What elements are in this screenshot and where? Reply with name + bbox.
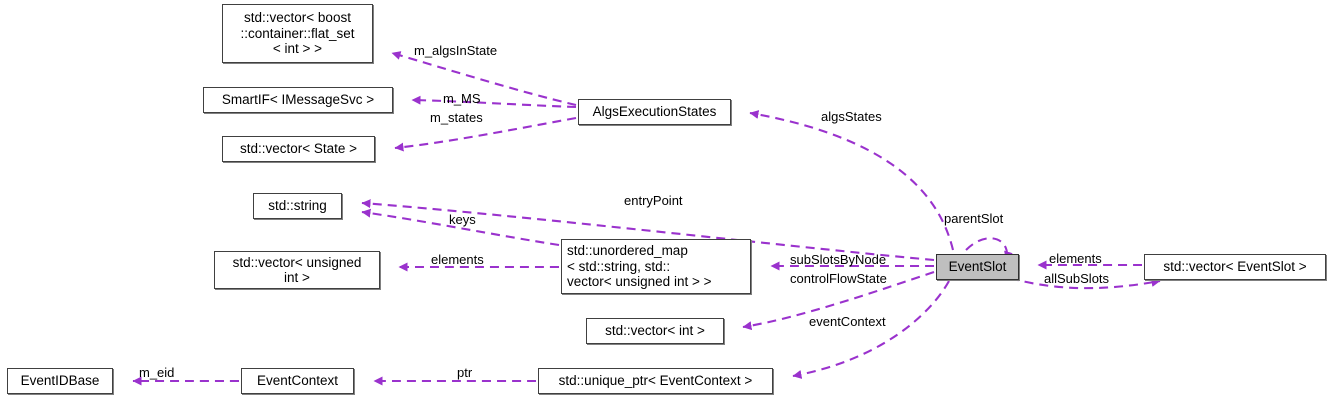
node-unordered-map[interactable]: std::unordered_map < std::string, std:: … — [561, 239, 751, 294]
edge-eventslot-to-string — [361, 199, 935, 262]
edge-label-elements-right: elements — [1049, 251, 1102, 266]
edge-label-algsstates: algsStates — [821, 109, 882, 124]
node-vector-event-slot[interactable]: std::vector< EventSlot > — [1144, 254, 1326, 280]
edge-label-parentslot: parentSlot — [944, 211, 1004, 226]
node-event-context[interactable]: EventContext — [241, 368, 354, 394]
edge-label-subslotsbynode: subSlotsByNode — [790, 252, 887, 267]
edge-label-m-algsinstate: m_algsInState — [414, 43, 498, 58]
edge-label-ptr: ptr — [457, 365, 473, 380]
node-std-string[interactable]: std::string — [253, 193, 342, 219]
edge-eventslot-to-vecslot — [1009, 276, 1161, 290]
edge-label-elements-left: elements — [431, 252, 484, 267]
edge-eventslot-to-algsexec — [749, 110, 955, 251]
edge-algsexec-to-flatset — [391, 51, 577, 107]
edge-algsexec-to-smartif — [411, 95, 577, 109]
edge-label-m-ms: m_MS — [443, 91, 481, 106]
edge-map-to-string — [361, 208, 560, 247]
node-smartif-imessagesvc[interactable]: SmartIF< IMessageSvc > — [203, 87, 393, 113]
edge-label-controlflowstate: controlFlowState — [790, 271, 887, 286]
edge-label-allsubslots: allSubSlots — [1044, 271, 1110, 286]
node-event-slot[interactable]: EventSlot — [936, 254, 1019, 280]
node-vector-flat-set[interactable]: std::vector< boost ::container::flat_set… — [222, 4, 373, 63]
node-event-id-base[interactable]: EventIDBase — [7, 368, 113, 394]
edge-label-m-states: m_states — [430, 110, 483, 125]
edge-label-entrypoint: entryPoint — [624, 193, 683, 208]
edge-label-m-eid: m_eid — [139, 365, 175, 380]
edge-label-eventcontext: eventContext — [809, 314, 886, 329]
edge-algsexec-to-vecstate — [394, 116, 577, 152]
node-unique-ptr-event-context[interactable]: std::unique_ptr< EventContext > — [538, 368, 773, 394]
node-vector-state[interactable]: std::vector< State > — [222, 136, 375, 162]
node-vector-unsigned-int[interactable]: std::vector< unsigned int > — [214, 251, 380, 289]
node-algs-execution-states[interactable]: AlgsExecutionStates — [578, 99, 731, 125]
node-vector-int[interactable]: std::vector< int > — [586, 318, 724, 344]
edge-label-keys: keys — [449, 212, 476, 227]
edge-eventslot-to-uniqueptr — [792, 280, 950, 379]
edge-eventslot-to-vecint — [742, 271, 935, 331]
